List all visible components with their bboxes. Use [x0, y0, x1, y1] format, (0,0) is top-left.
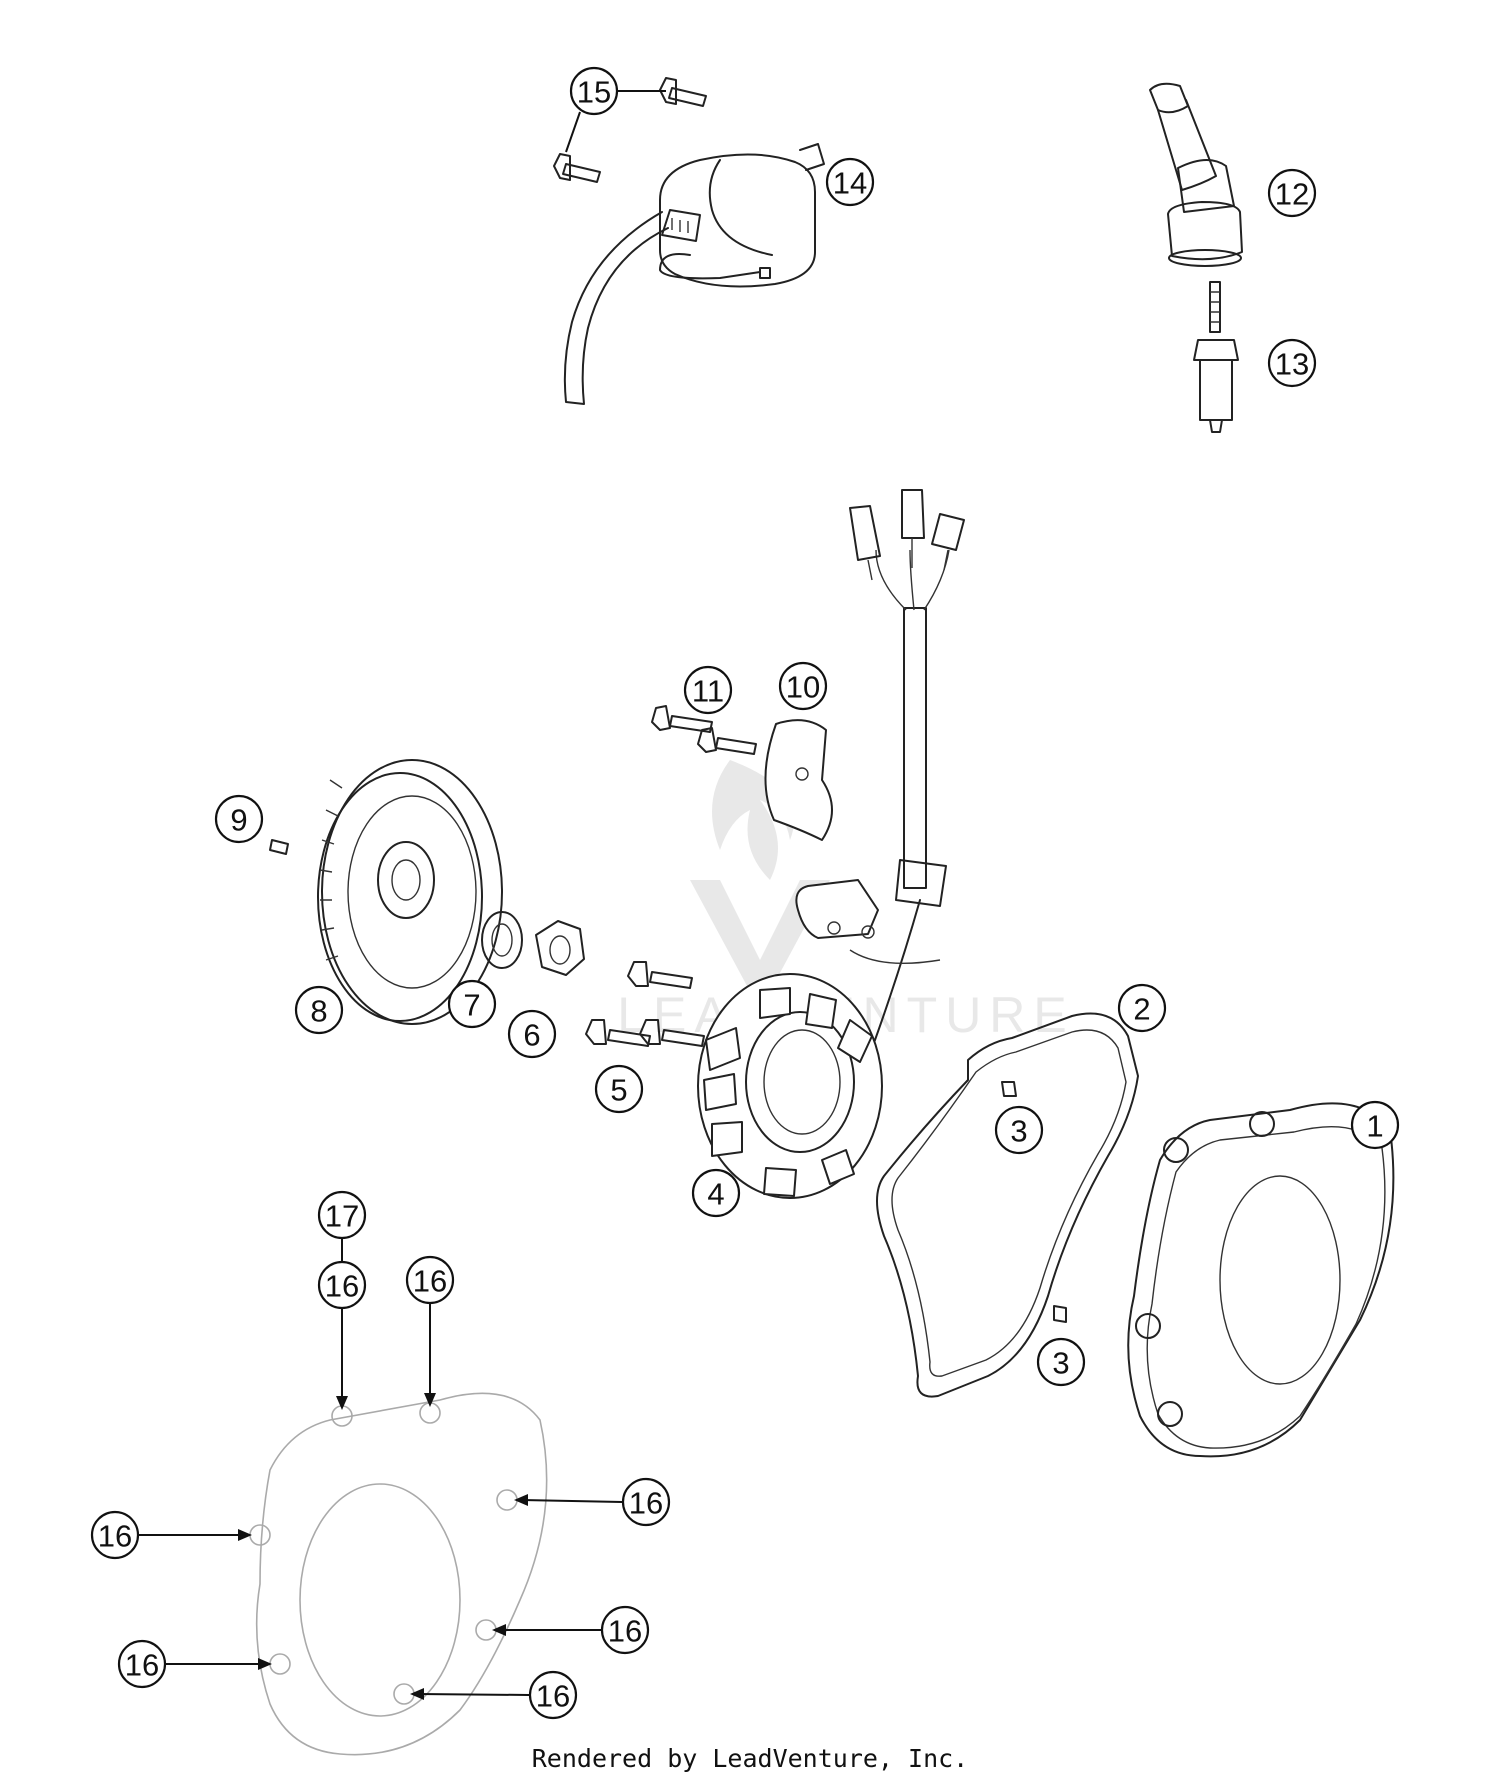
callout-7: 7 [447, 979, 497, 1029]
callout-number: 16 [413, 1264, 447, 1299]
callout-circle [600, 1605, 650, 1655]
callout-16: 16 [405, 1255, 455, 1305]
callout-number: 8 [310, 994, 327, 1029]
callout-circle [683, 665, 733, 715]
callout-number: 10 [786, 670, 820, 705]
callout-number: 12 [1275, 177, 1309, 212]
callout-12: 12 [1267, 168, 1317, 218]
callout-3: 3 [994, 1105, 1044, 1155]
callout-circle [1267, 168, 1317, 218]
part-stator-wiring-harness [824, 489, 965, 1111]
callout-number: 3 [1010, 1114, 1027, 1149]
callout-10: 10 [778, 661, 828, 711]
callout-5: 5 [594, 1064, 644, 1114]
callout-number: 3 [1052, 1346, 1069, 1381]
callout-number: 16 [608, 1614, 642, 1649]
part-2-gasket-inner [891, 1029, 1127, 1377]
part-10-bracket [764, 719, 833, 841]
callout-number: 5 [610, 1073, 627, 1108]
callout-circle [1267, 338, 1317, 388]
callout-number: 14 [833, 166, 867, 201]
callout-number: 15 [577, 75, 611, 110]
callout-16: 16 [621, 1477, 671, 1527]
leader-lines [139, 90, 666, 1700]
callout-circle [1036, 1337, 1086, 1387]
callout-circle [214, 794, 264, 844]
part-1-ignition-cover [1127, 1102, 1395, 1458]
callout-number: 6 [523, 1018, 540, 1053]
callout-circle [1350, 1100, 1400, 1150]
callout-circle [994, 1105, 1044, 1155]
callout-number: 2 [1133, 992, 1150, 1027]
part-6-nut [535, 920, 585, 976]
callout-16: 16 [528, 1670, 578, 1720]
callout-number: 4 [707, 1177, 724, 1212]
part-17-cover-assembly [249, 1392, 548, 1756]
part-11-screws [651, 705, 757, 755]
callout-6: 6 [507, 1009, 557, 1059]
callout-circle [825, 157, 875, 207]
callout-circle [621, 1477, 671, 1527]
callout-13: 13 [1267, 338, 1317, 388]
callout-circle [317, 1190, 367, 1240]
part-4-stator [697, 973, 883, 1199]
callout-circle [447, 979, 497, 1029]
callout-14: 14 [825, 157, 875, 207]
part-3-dowel-upper [1001, 1081, 1017, 1097]
callout-circle [691, 1168, 741, 1218]
part-13-spark-plug [1193, 281, 1239, 433]
part-14-ignition-coil [563, 143, 825, 405]
callout-number: 16 [629, 1486, 663, 1521]
callout-1: 1 [1350, 1100, 1400, 1150]
callout-number: 11 [692, 674, 724, 709]
callout-circle [507, 1009, 557, 1059]
callout-11: 11 [683, 665, 733, 715]
callout-16: 16 [317, 1260, 367, 1310]
callout-16: 16 [600, 1605, 650, 1655]
callout-circle [117, 1639, 167, 1689]
callout-number: 13 [1275, 347, 1309, 382]
part-5-bolts [585, 961, 705, 1047]
part-9-key [269, 839, 289, 855]
part-15-bolts [553, 77, 707, 183]
callout-3: 3 [1036, 1337, 1086, 1387]
callout-number: 9 [230, 803, 247, 838]
callout-number: 1 [1366, 1109, 1383, 1144]
callout-number: 16 [125, 1648, 159, 1683]
callout-16: 16 [117, 1639, 167, 1689]
callout-number: 7 [463, 988, 480, 1023]
callout-number: 16 [98, 1519, 132, 1554]
callout-circle [569, 66, 619, 116]
callout-circle [1117, 983, 1167, 1033]
part-pickup-sensor [795, 879, 941, 964]
render-credit: Rendered by LeadVenture, Inc. [531, 1744, 969, 1773]
callout-circle [317, 1260, 367, 1310]
callout-circle [778, 661, 828, 711]
part-3-dowel-lower [1053, 1305, 1067, 1323]
part-8-flywheel [317, 759, 503, 1025]
callout-17: 17 [317, 1190, 367, 1240]
callout-circle [405, 1255, 455, 1305]
callout-circle [294, 985, 344, 1035]
part-7-washer [481, 911, 523, 969]
callout-number: 16 [536, 1679, 570, 1714]
callout-circle [594, 1064, 644, 1114]
callout-16: 16 [90, 1510, 140, 1560]
callout-9: 9 [214, 794, 264, 844]
callout-15: 15 [569, 66, 619, 116]
callout-circle [528, 1670, 578, 1720]
callout-number: 16 [325, 1269, 359, 1304]
callout-number: 17 [325, 1199, 359, 1234]
callout-circle [90, 1510, 140, 1560]
callout-8: 8 [294, 985, 344, 1035]
callout-4: 4 [691, 1168, 741, 1218]
part-2-gasket [876, 1012, 1139, 1398]
part-12-spark-plug-cap [1149, 82, 1243, 267]
callout-2: 2 [1117, 983, 1167, 1033]
